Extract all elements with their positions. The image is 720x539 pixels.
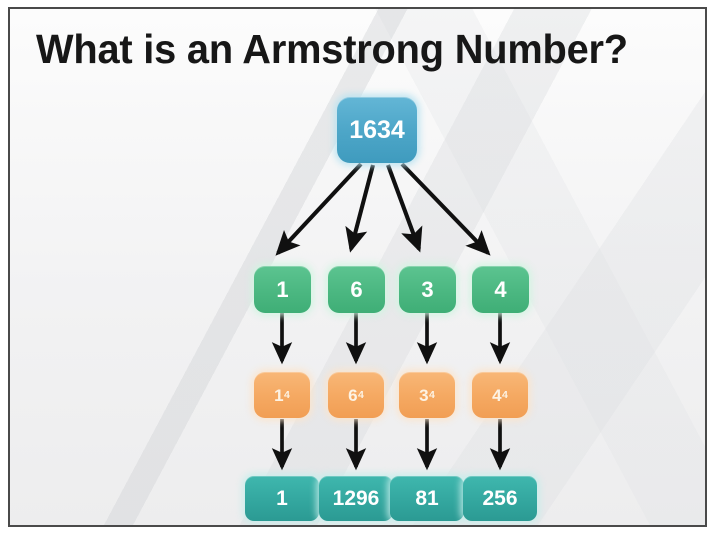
node-digit-4[interactable]: 4 [472,266,529,313]
node-digit-1[interactable]: 1 [254,266,311,313]
node-digit-2-label: 6 [350,276,363,302]
node-digit-2[interactable]: 6 [328,266,385,313]
node-result-2[interactable]: 1296 [319,476,393,521]
edge-root-to-digit-1 [275,162,363,256]
page-title: What is an Armstrong Number? [36,26,628,72]
node-digit-1-label: 1 [276,276,289,302]
node-digit-3-label: 3 [421,276,434,302]
node-digit-3[interactable]: 3 [399,266,456,313]
node-result-4[interactable]: 256 [463,476,537,521]
edge-root-to-digit-3 [386,164,423,253]
edge-root-to-digit-6 [345,164,375,253]
node-root-number[interactable]: 1634 [337,97,417,163]
node-power-1-base: 1 [274,385,284,405]
node-result-3-label: 81 [415,487,439,510]
node-digit-4-label: 4 [494,276,507,302]
node-result-2-label: 1296 [332,487,380,510]
node-result-1[interactable]: 1 [245,476,319,521]
node-root-label: 1634 [349,115,405,144]
node-result-3[interactable]: 81 [390,476,464,521]
slide-frame: What is an Armstrong Number? [8,7,707,527]
node-result-1-label: 1 [276,487,288,510]
node-power-3-base: 3 [419,385,429,405]
node-result-4-label: 256 [482,487,518,510]
edge-root-to-digit-4 [400,162,491,256]
node-power-4-base: 4 [492,385,502,405]
node-power-2-base: 6 [348,385,358,405]
